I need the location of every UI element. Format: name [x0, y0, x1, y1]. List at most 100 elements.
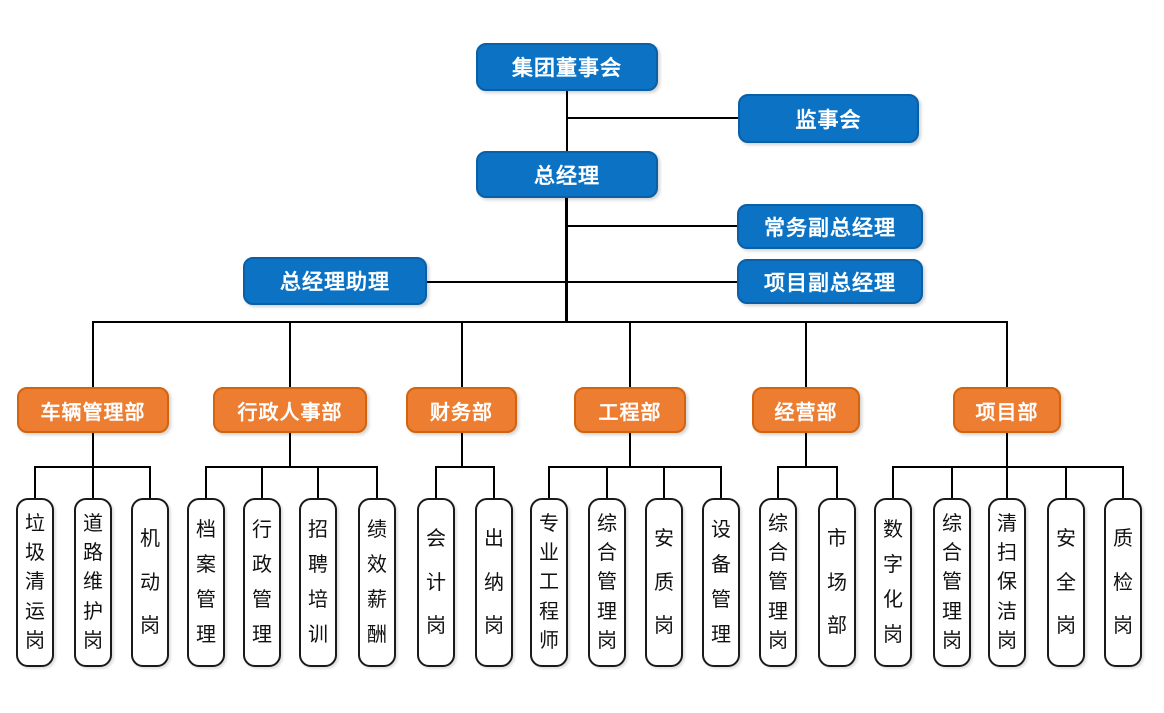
position-box-safety: 安全岗 [1047, 498, 1085, 667]
position-box-quality-inspection: 质检岗 [1104, 498, 1142, 667]
node-supervisory-board: 监事会 [738, 94, 919, 143]
connector-line [1006, 321, 1008, 387]
connector-line [1006, 466, 1008, 498]
position-box-mobile: 机动岗 [131, 498, 169, 667]
connector-line [376, 466, 378, 498]
node-executive-deputy-gm: 常务副总经理 [737, 204, 923, 249]
position-label: 设备管理 [711, 519, 731, 646]
connector-line [261, 466, 263, 498]
position-label: 出纳岗 [484, 527, 504, 638]
position-label: 档案管理 [196, 519, 216, 646]
node-label: 集团董事会 [512, 57, 622, 80]
dept-label: 财务部 [430, 401, 493, 424]
node-label: 常务副总经理 [764, 216, 896, 240]
node-label: 监事会 [795, 108, 862, 132]
dept-project: 项目部 [953, 387, 1061, 433]
position-label: 专业工程师 [539, 513, 559, 652]
connector-line [435, 466, 437, 498]
connector-line [892, 466, 894, 498]
position-box-digitalization: 数字化岗 [874, 498, 912, 667]
connector-line [1122, 466, 1124, 498]
connector-line [805, 433, 807, 466]
node-general-manager: 总经理 [476, 151, 658, 198]
connector-line [92, 321, 1008, 323]
position-box-road-maintenance: 道路维护岗 [74, 498, 112, 667]
connector-line [663, 466, 665, 498]
connector-line [493, 466, 495, 498]
position-box-garbage-collection: 垃圾清运岗 [16, 498, 54, 667]
connector-line [289, 321, 291, 387]
node-label: 总经理 [534, 164, 600, 188]
connector-line [461, 433, 463, 466]
position-box-safety-quality: 安质岗 [645, 498, 683, 667]
connector-line [461, 321, 463, 387]
dept-label: 行政人事部 [237, 401, 343, 424]
connector-line [567, 117, 738, 119]
connector-line [206, 466, 377, 468]
connector-line [1065, 466, 1067, 498]
connector-line [92, 466, 94, 498]
position-box-accountant: 会计岗 [417, 498, 455, 667]
dept-label: 工程部 [598, 401, 662, 424]
position-label: 综合管理岗 [597, 513, 617, 652]
node-project-deputy-gm: 项目副总经理 [737, 259, 923, 304]
dept-finance: 财务部 [406, 387, 517, 433]
connector-line [92, 433, 94, 466]
node-label: 总经理助理 [280, 271, 390, 294]
connector-line [893, 466, 1123, 468]
dept-label: 车辆管理部 [40, 401, 146, 424]
connector-line [427, 281, 737, 283]
connector-line [436, 466, 494, 468]
dept-vehicle-management: 车辆管理部 [17, 387, 169, 433]
connector-line [149, 466, 151, 498]
dept-label: 经营部 [774, 401, 838, 424]
node-board-of-directors: 集团董事会 [476, 43, 658, 91]
connector-line [951, 466, 953, 498]
connector-line [317, 466, 319, 498]
position-label: 安质岗 [654, 527, 674, 638]
connector-line [549, 466, 721, 468]
position-box-market: 市场部 [818, 498, 856, 667]
position-box-professional-engineer: 专业工程师 [530, 498, 568, 667]
position-label: 清扫保洁岗 [997, 513, 1017, 652]
position-label: 综合管理岗 [768, 513, 788, 652]
connector-line [805, 321, 807, 387]
dept-operations: 经营部 [752, 387, 860, 433]
connector-line [205, 466, 207, 498]
connector-line [836, 466, 838, 498]
dept-admin-hr: 行政人事部 [213, 387, 367, 433]
connector-line [1006, 433, 1008, 466]
position-box-archives: 档案管理 [187, 498, 225, 667]
node-label: 项目副总经理 [764, 271, 896, 295]
connector-line [629, 433, 631, 466]
connector-line [566, 91, 568, 151]
position-box-general-management-proj: 综合管理岗 [933, 498, 971, 667]
position-box-cleaning: 清扫保洁岗 [988, 498, 1026, 667]
connector-line [565, 198, 568, 321]
position-label: 机动岗 [140, 527, 160, 638]
connector-line [629, 321, 631, 387]
dept-engineering: 工程部 [574, 387, 686, 433]
position-label: 质检岗 [1113, 527, 1133, 638]
connector-line [92, 321, 94, 387]
connector-line [567, 225, 737, 227]
connector-line [777, 466, 779, 498]
connector-line [289, 433, 291, 466]
position-label: 安全岗 [1056, 527, 1076, 638]
position-label: 道路维护岗 [83, 513, 103, 652]
connector-line [606, 466, 608, 498]
connector-line [720, 466, 722, 498]
position-label: 绩效薪酬 [367, 519, 387, 646]
position-box-general-management-eng: 综合管理岗 [588, 498, 626, 667]
connector-line [548, 466, 550, 498]
position-box-performance-payroll: 绩效薪酬 [358, 498, 396, 667]
position-label: 会计岗 [426, 527, 446, 638]
position-box-cashier: 出纳岗 [475, 498, 513, 667]
position-label: 行政管理 [252, 519, 272, 646]
dept-label: 项目部 [975, 401, 1039, 424]
position-label: 招聘培训 [308, 519, 328, 646]
position-box-recruiting-training: 招聘培训 [299, 498, 337, 667]
position-label: 垃圾清运岗 [25, 513, 45, 652]
position-label: 数字化岗 [883, 519, 903, 646]
